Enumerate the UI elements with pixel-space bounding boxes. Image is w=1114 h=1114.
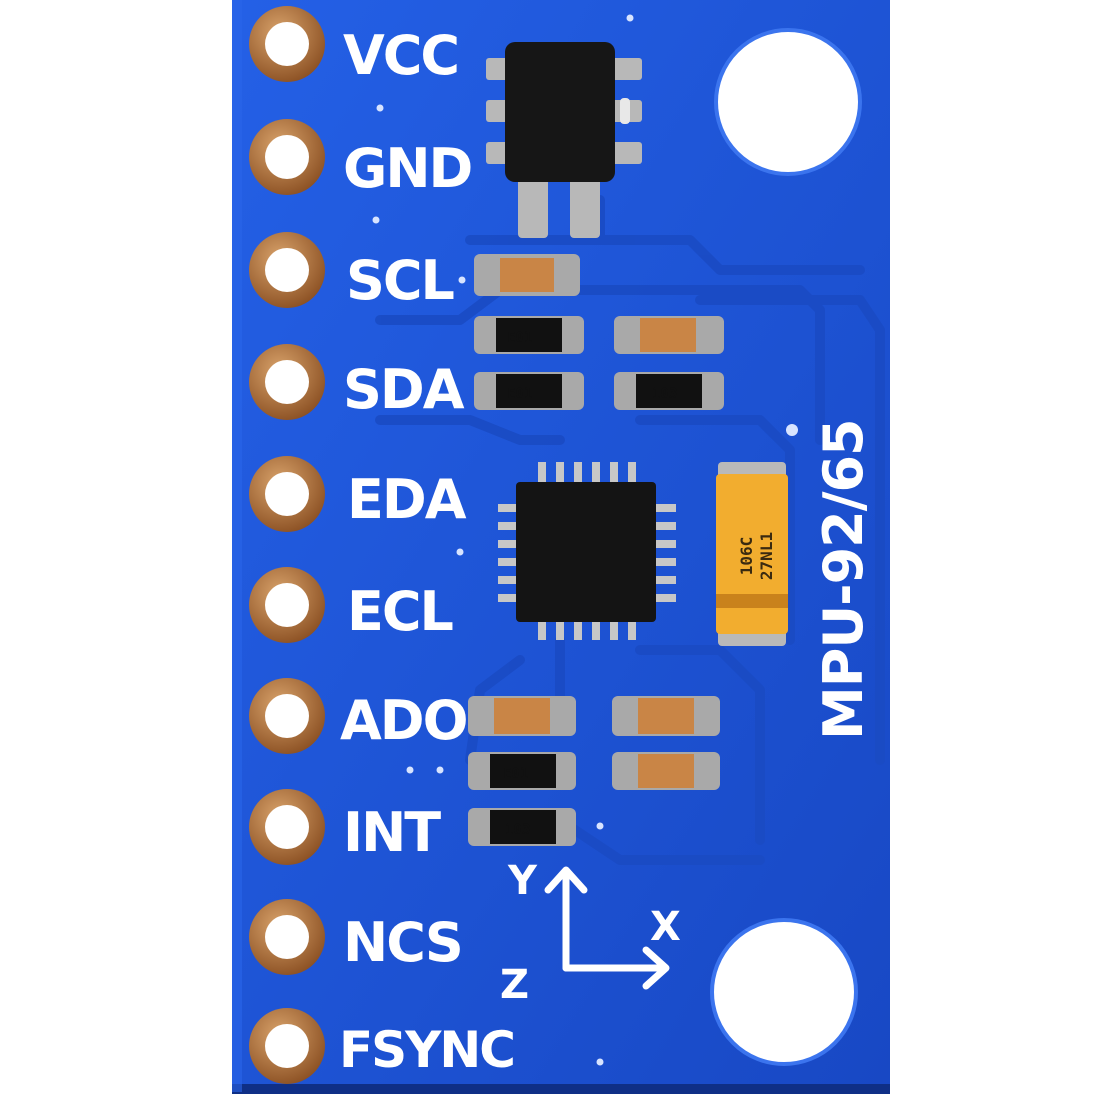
- pin-labels: VCC GND SCL SDA EDA ECL ADO INT NCS FSYN…: [339, 24, 516, 1079]
- axis-label-x: X: [650, 904, 681, 950]
- capacitor-mid-right: [612, 752, 720, 790]
- resistor-5-code: 103: [505, 822, 530, 838]
- axis-label-z: Z: [500, 962, 529, 1008]
- pin-label-gnd: GND: [343, 137, 471, 200]
- resistor-4: E01: [468, 752, 576, 790]
- resistor-4-code: E01: [503, 766, 528, 782]
- pcb-left-edge: [232, 0, 242, 1092]
- pin-label-fsync: FSYNC: [339, 1021, 514, 1079]
- pin-label-ecl: ECL: [347, 580, 453, 643]
- tantalum-capacitor: 106C 27NL1: [716, 462, 788, 646]
- mounting-holes: [710, 28, 862, 1066]
- resistor-1-code: E01: [507, 330, 532, 346]
- capacitor-line-2: 27NL1: [757, 532, 776, 580]
- pin-hole-ado: [249, 678, 325, 754]
- pin-hole-scl: [249, 232, 325, 308]
- pin-hole-sda: [249, 344, 325, 420]
- pin-hole-eda: [249, 456, 325, 532]
- pin-label-eda: EDA: [347, 468, 467, 531]
- resistor-2-code: E01: [507, 386, 532, 402]
- y-axis-arrow: [544, 866, 588, 972]
- capacitor-scl: [474, 254, 580, 296]
- pin-label-int: INT: [343, 801, 441, 864]
- mpu-chip: [498, 462, 676, 640]
- model-label: MPU-92/65: [812, 419, 875, 740]
- axis-indicator: [544, 866, 670, 990]
- pin-hole-vcc: [249, 6, 325, 82]
- smd-components: E01 E01 103 E: [468, 254, 724, 846]
- capacitor-ado-right: [612, 696, 720, 736]
- pin-header: [249, 6, 325, 1084]
- resistor-3: 103: [614, 372, 724, 410]
- pin-label-sda: SDA: [343, 358, 465, 421]
- resistor-2: E01: [474, 372, 584, 410]
- axis-label-y: Y: [507, 858, 538, 904]
- pin-label-scl: SCL: [346, 249, 454, 312]
- pin-label-vcc: VCC: [343, 24, 458, 87]
- resistor-1: E01: [474, 316, 584, 354]
- pin-hole-ecl: [249, 567, 325, 643]
- capacitor-line-1: 106C: [737, 537, 756, 576]
- pin-label-ado: ADO: [340, 689, 467, 752]
- resistor-3-code: 103: [652, 386, 677, 402]
- pin-hole-fsync: [249, 1008, 325, 1084]
- capacitor-top-right: [614, 316, 724, 354]
- capacitor-ado-left: [468, 696, 576, 736]
- pin-label-ncs: NCS: [343, 911, 462, 974]
- x-axis-arrow: [562, 946, 670, 990]
- pin-hole-gnd: [249, 119, 325, 195]
- voltage-regulator: [486, 42, 642, 238]
- mounting-hole-bottom: [710, 918, 858, 1066]
- mounting-hole-top: [714, 28, 862, 176]
- pin-hole-ncs: [249, 899, 325, 975]
- vias: [372, 14, 798, 1066]
- resistor-5: 103: [468, 808, 576, 846]
- pcb-bottom-edge: [232, 1084, 890, 1094]
- pin-hole-int: [249, 789, 325, 865]
